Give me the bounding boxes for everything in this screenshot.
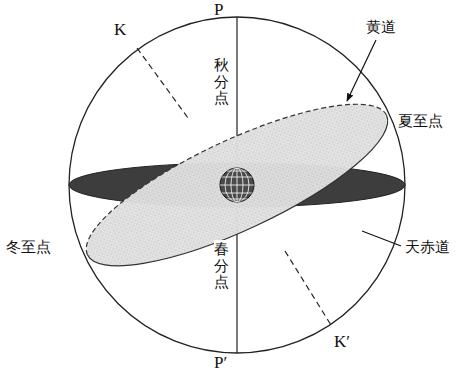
leader-line (362, 231, 401, 246)
sphere-outline (69, 17, 405, 353)
earth-globe (218, 166, 256, 204)
pole-label: K (114, 20, 126, 40)
plane-label: 黄道 (366, 18, 396, 36)
ecliptic-axis (285, 251, 331, 325)
point-label: 冬至点 (6, 238, 51, 256)
ecliptic-axis (137, 48, 188, 118)
point-label: 春分点 (214, 240, 229, 292)
equator-plane (69, 163, 405, 207)
point-label: 秋分点 (214, 56, 229, 108)
leader-line (347, 40, 376, 101)
plane-label: 天赤道 (405, 238, 450, 256)
pole-label: P (214, 0, 223, 20)
pole-label: P′ (214, 353, 227, 373)
ecliptic-plane (68, 74, 405, 295)
pole-label: K′ (334, 332, 350, 352)
point-label: 夏至点 (398, 112, 443, 130)
